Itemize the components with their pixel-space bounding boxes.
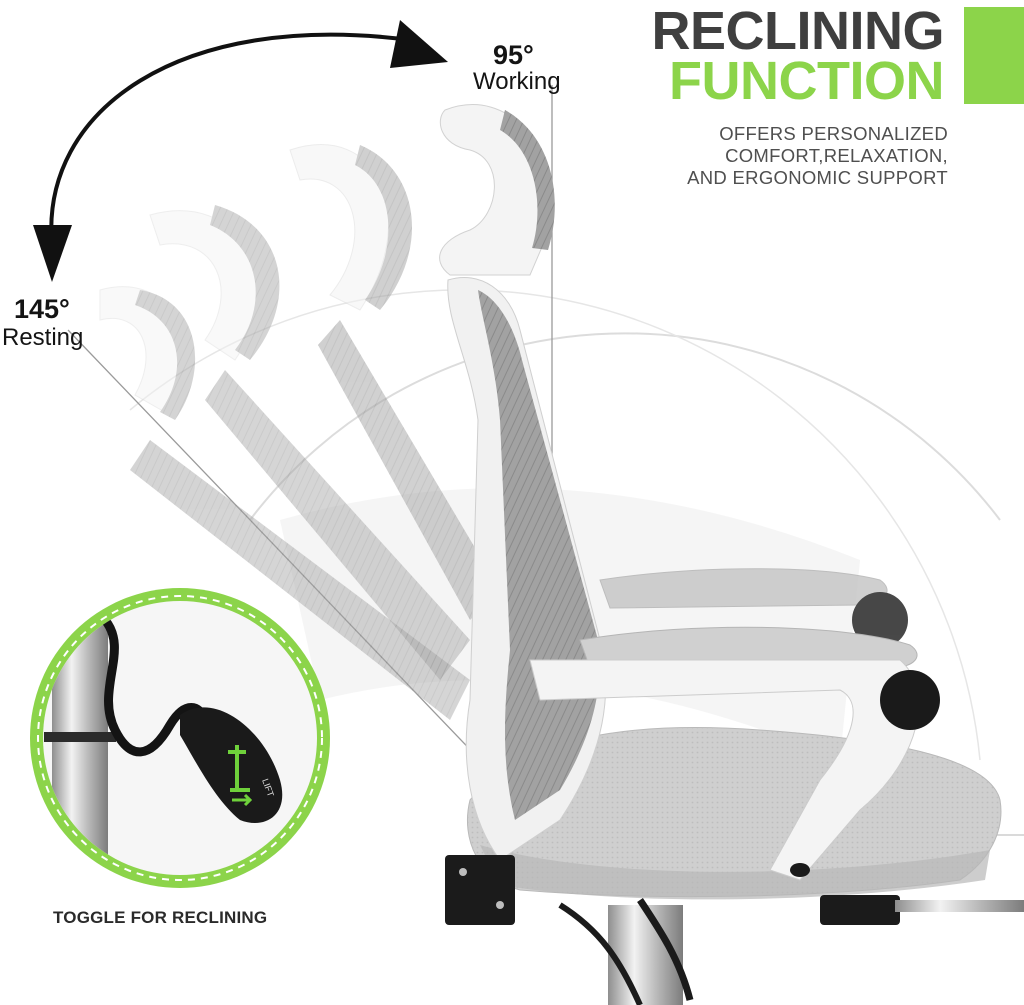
ghost-backrest-130 bbox=[149, 205, 470, 680]
angle-resting-label: Resting bbox=[2, 324, 84, 351]
armrest-lower bbox=[529, 626, 940, 881]
ghost-backrest-145 bbox=[99, 286, 470, 720]
backrest-working-95 bbox=[439, 104, 607, 861]
page-title-accent: FUNCTION bbox=[669, 51, 944, 111]
curved-double-arrow-icon bbox=[33, 20, 448, 282]
lift-lever-icon bbox=[228, 745, 253, 807]
description-line-3: AND ERGONOMIC SUPPORT bbox=[687, 167, 948, 188]
description-line-2: COMFORT,RELAXATION, bbox=[725, 145, 948, 166]
page-title: RECLINING bbox=[651, 1, 945, 61]
accent-bar bbox=[964, 7, 1024, 104]
toggle-inset: LIFT bbox=[30, 588, 330, 888]
ghost-backrest-115 bbox=[289, 144, 500, 620]
angle-working-value: 95° bbox=[493, 40, 534, 70]
armrest-upper bbox=[599, 568, 908, 648]
angle-resting-value: 145° bbox=[14, 294, 70, 324]
toggle-caption: TOGGLE FOR RECLINING bbox=[53, 908, 268, 927]
angle-working-label: Working bbox=[473, 68, 561, 95]
description-line-1: OFFERS PERSONALIZED bbox=[719, 123, 948, 144]
seat-mechanism bbox=[445, 855, 1024, 1005]
